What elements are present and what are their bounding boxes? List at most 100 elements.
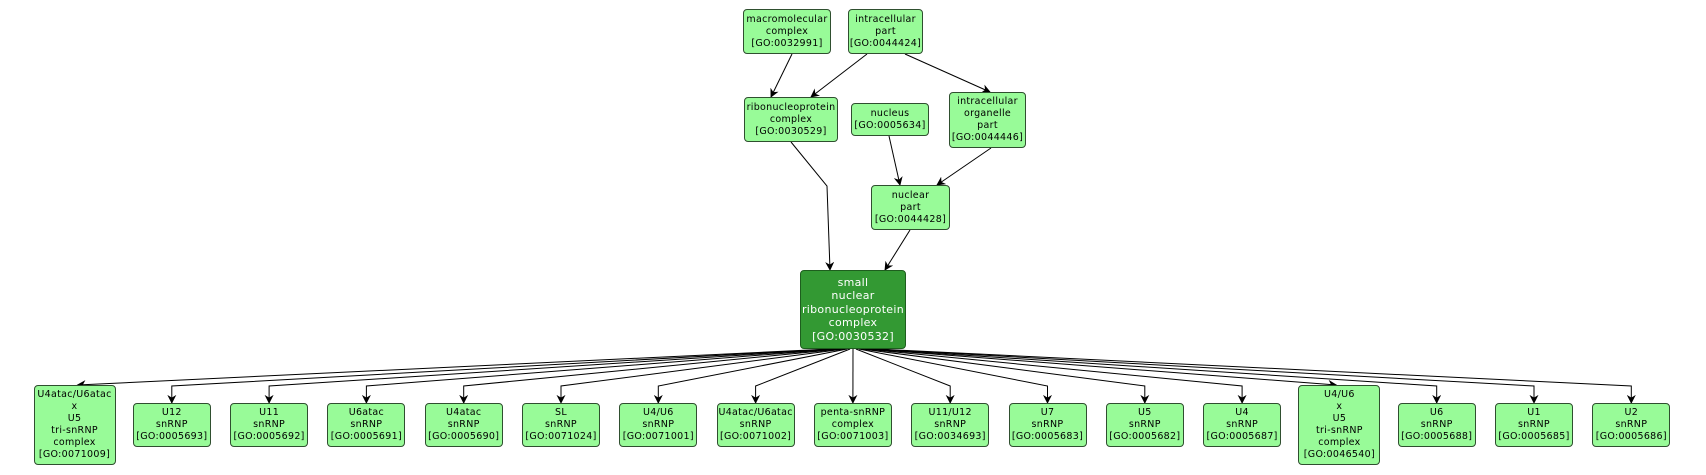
go-term-label: complex [1318,437,1361,448]
go-term-label: U11 [259,407,280,418]
is-a-edge [873,348,1539,404]
go-term-label: U4 [1235,407,1249,418]
go-term-node[interactable]: nucleus[GO:0005634] [851,103,929,136]
go-term-label: intracellular [957,96,1018,107]
go-term-label: organelle [963,108,1012,119]
go-term-id: [GO:0005687] [1206,431,1278,442]
go-term-label: complex [765,25,809,37]
go-term-label: snRNP [1420,419,1453,430]
go-term-id: [GO:0044424] [849,37,922,49]
go-term-id: [GO:0005693] [136,431,208,442]
go-term-label: penta-snRNP [820,407,886,418]
go-term-label: ribonucleoprotein [801,302,905,316]
go-term-label: snRNP [350,419,383,430]
go-term-label: snRNP [1128,419,1161,430]
go-term-label: snRNP [934,419,967,430]
go-term-id: [GO:0005691] [330,431,402,442]
go-term-label: complex [53,437,96,448]
go-term-label: tri-snRNP [51,425,98,436]
is-a-edge [867,348,1338,389]
is-a-edge [459,348,842,404]
go-term-label: snRNP [1031,419,1064,430]
is-a-edge [556,348,845,404]
go-term-label: SL [555,407,567,418]
is-a-edge [870,348,1442,404]
go-term-label: nuclear [831,289,875,303]
go-term-label: complex [831,419,875,430]
go-term-label: U2 [1624,407,1639,418]
go-term-label: snRNP [447,419,480,430]
go-term-label: snRNP [642,419,675,430]
go-term-label: U4atac/U6atac [37,389,112,400]
go-term-id: [GO:0005690] [428,431,500,442]
is-a-edge [888,135,903,186]
is-a-edge [810,53,868,98]
go-term-id: [GO:0032991] [751,37,823,49]
go-term-label: U11/U12 [928,407,972,418]
go-term-label: U6 [1429,407,1444,418]
go-term-label: part [900,201,921,213]
go-term-label: U4/U6 [1324,389,1355,400]
is-a-edge [904,53,991,93]
go-term-id: [GO:0030532] [812,329,894,343]
go-term-id: [GO:0030529] [755,125,827,137]
go-term-label: small [837,275,869,289]
go-term-label: complex [828,316,878,330]
is-a-edge [864,348,1247,404]
go-term-label: snRNP [1615,419,1648,430]
go-term-id: [GO:0071009] [38,449,111,460]
go-term-label: U12 [161,407,182,418]
is-a-edge [876,348,1636,404]
go-term-label: U6atac [348,407,385,418]
is-a-edge [264,348,836,404]
is-a-edge [653,348,848,404]
go-term-id: [GO:0071001] [622,431,694,442]
go-term-label: snRNP [545,419,577,430]
go-term-id: [GO:0005683] [1011,431,1084,442]
go-term-id: [GO:0046540] [1303,449,1375,460]
is-a-edge [770,53,793,98]
go-term-label: snRNP [253,419,286,430]
go-term-label: U1 [1527,407,1541,418]
is-a-edge [167,348,833,404]
go-term-label: tri-snRNP [1315,425,1363,436]
go-term-label: nucleus [870,107,910,119]
is-a-edge [361,348,839,404]
is-a-edge [76,348,830,390]
go-term-label: nuclear [891,189,930,201]
go-term-id: [GO:0071002] [719,431,792,442]
is-a-edge [790,141,835,271]
go-term-label: U5 [67,413,82,424]
is-a-edge [884,229,911,271]
is-a-edge [861,348,1150,404]
go-term-id: [GO:0005688] [1401,431,1473,442]
go-term-id: [GO:0044428] [874,213,947,225]
go-term-label: part [977,120,998,131]
go-term-id: [GO:0071003] [817,431,889,442]
go-term-label: U5 [1332,413,1347,424]
